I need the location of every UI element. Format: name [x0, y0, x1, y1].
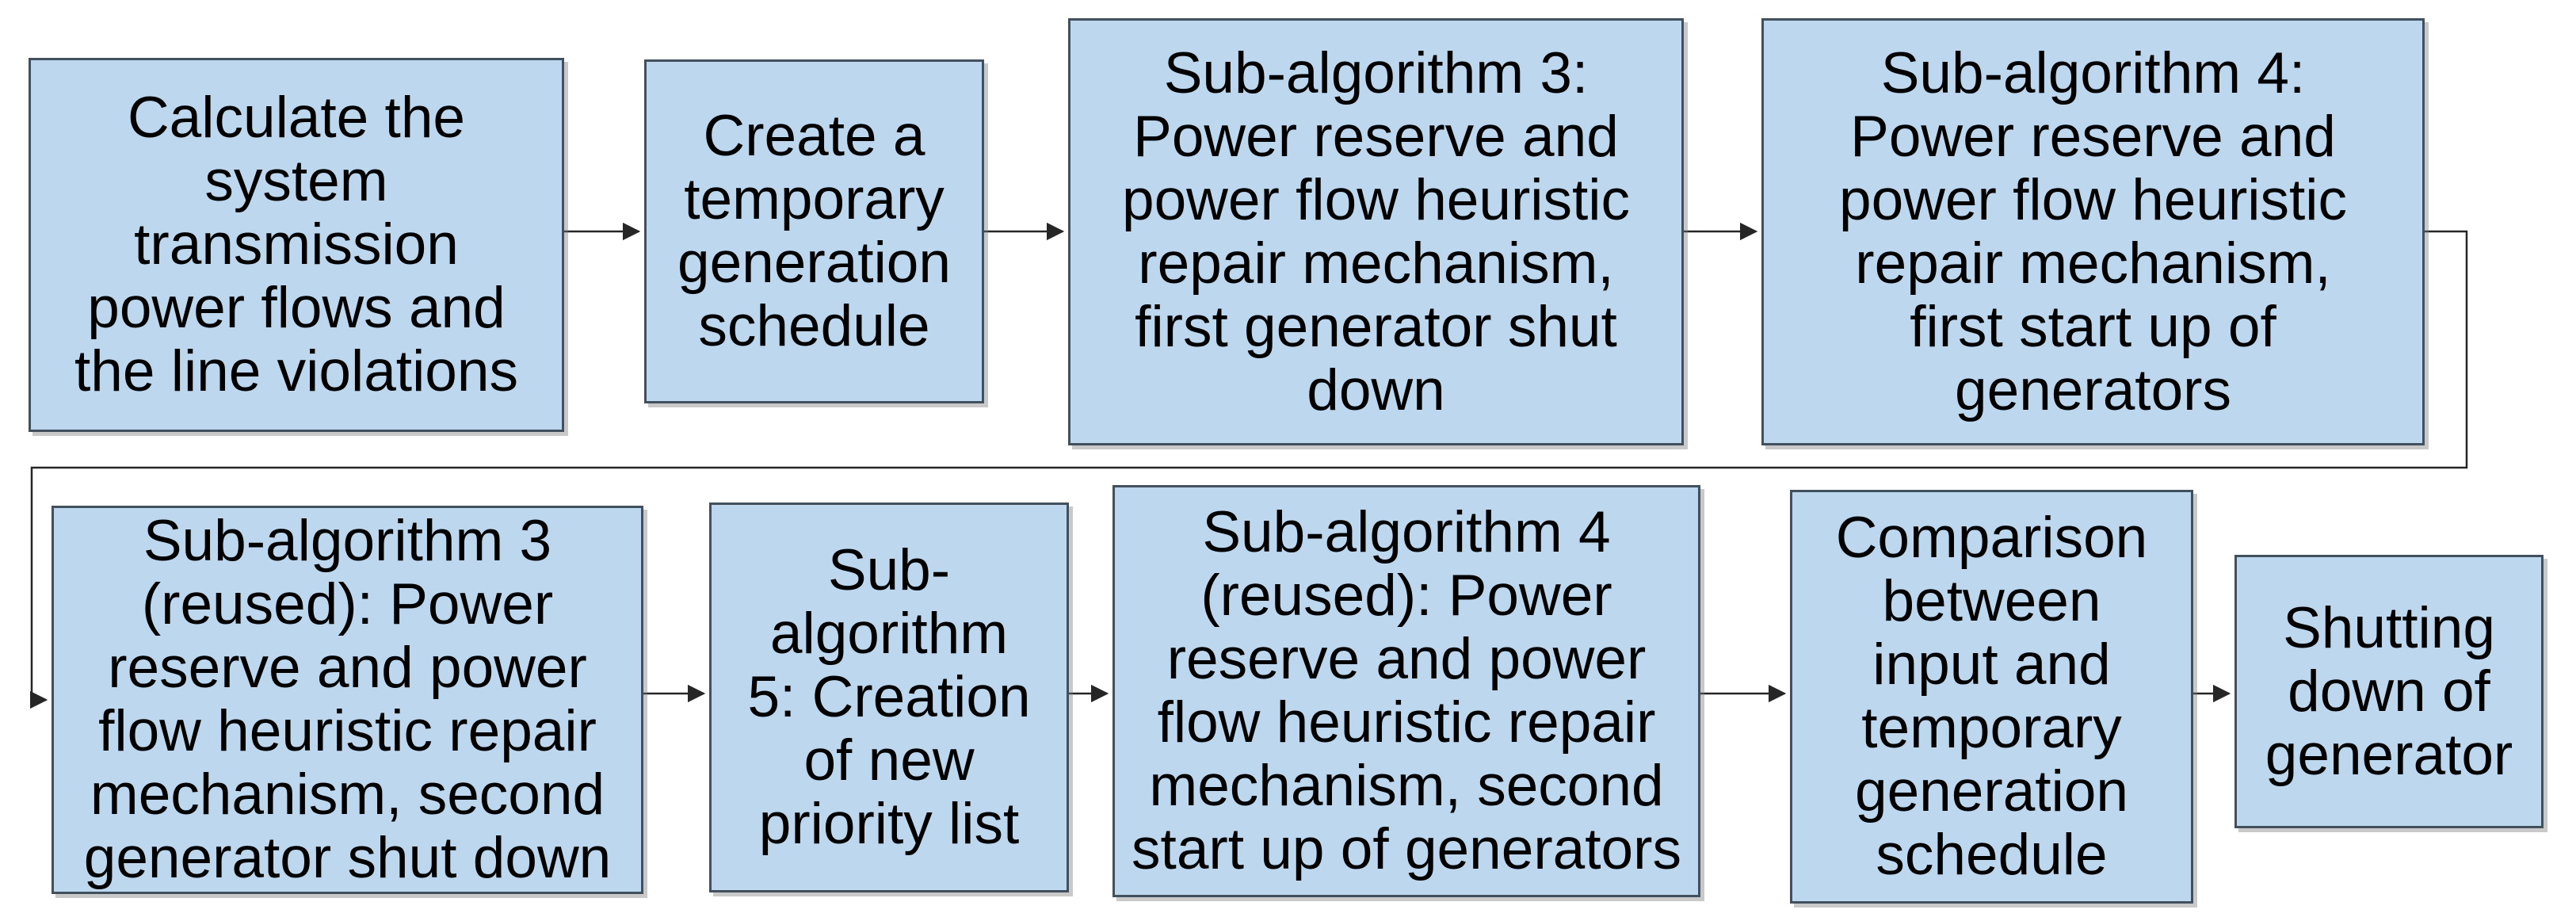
node-text-line: repair mechanism,: [1138, 231, 1614, 296]
node-text-line: power flow heuristic: [1838, 167, 2348, 232]
node-text-line: Power reserve and: [1133, 104, 1619, 169]
node-text-line: power flows and: [87, 276, 506, 340]
node-text-line: first start up of: [1910, 294, 2276, 359]
node-text-line: of new: [803, 728, 975, 793]
node-text-line: Sub-: [827, 538, 951, 602]
node-text-line: between: [1882, 569, 2101, 633]
node-text-line: generators: [1955, 357, 2231, 422]
node-comparison-schedules: Comparison between input and temporary g…: [1790, 490, 2193, 904]
node-text-line: (reused): Power: [1200, 564, 1612, 628]
node-text-line: generator shut down: [83, 826, 612, 890]
node-text-line: system: [204, 149, 388, 213]
node-text-line: priority list: [758, 792, 1020, 856]
node-text-line: the line violations: [74, 339, 518, 403]
node-text-line: Power reserve and: [1850, 104, 2336, 169]
node-text-line: (reused): Power: [141, 572, 554, 636]
node-subalg5-new-priority-list: Sub- algorithm 5: Creation of new priori…: [709, 503, 1069, 892]
node-calculate-power-flows: Calculate the system transmission power …: [29, 58, 564, 432]
node-text-line: Sub-algorithm 4: [1202, 500, 1611, 564]
node-text-line: start up of generators: [1132, 817, 1681, 881]
node-text-line: Calculate the: [127, 86, 466, 150]
node-subalg3-first-shutdown: Sub-algorithm 3: Power reserve and power…: [1068, 18, 1684, 445]
node-text-line: flow heuristic repair: [98, 699, 597, 763]
node-text-line: generation: [677, 231, 951, 295]
node-text-line: down of: [2288, 659, 2490, 724]
node-text-line: input and: [1872, 632, 2111, 697]
node-text-line: algorithm: [769, 602, 1009, 666]
node-text-line: Sub-algorithm 4:: [1880, 40, 2306, 105]
node-text-line: generator: [2265, 722, 2513, 787]
node-text-line: generation: [1854, 759, 2128, 824]
node-subalg4-reused-second-startup: Sub-algorithm 4 (reused): Power reserve …: [1112, 485, 1700, 897]
node-text-line: power flow heuristic: [1121, 167, 1631, 232]
node-shutting-down-generator: Shutting down of generator: [2234, 555, 2544, 828]
node-create-temporary-schedule: Create a temporary generation schedule: [644, 59, 984, 403]
node-text-line: Shutting: [2283, 595, 2495, 660]
node-text-line: schedule: [698, 294, 930, 358]
node-text-line: transmission: [134, 212, 459, 277]
node-text-line: mechanism, second: [1149, 754, 1664, 818]
node-subalg4-first-startup: Sub-algorithm 4: Power reserve and power…: [1761, 18, 2425, 445]
node-text-line: 5: Creation: [747, 665, 1031, 729]
node-text-line: Create a: [703, 104, 925, 168]
node-text-line: repair mechanism,: [1855, 231, 2331, 296]
node-text-line: temporary: [1861, 696, 2122, 760]
node-text-line: first generator shut: [1135, 294, 1617, 359]
node-text-line: Sub-algorithm 3: [143, 509, 552, 573]
node-text-line: mechanism, second: [90, 762, 605, 827]
node-text-line: schedule: [1876, 823, 2108, 887]
node-subalg3-reused-second-shutdown: Sub-algorithm 3 (reused): Power reserve …: [52, 506, 643, 894]
node-text-line: Comparison: [1835, 506, 2148, 570]
node-text-line: Sub-algorithm 3:: [1163, 40, 1589, 105]
node-text-line: reserve and power: [1166, 627, 1647, 691]
node-text-line: temporary: [684, 167, 945, 231]
node-text-line: flow heuristic repair: [1157, 690, 1656, 755]
node-text-line: reserve and power: [108, 636, 587, 700]
node-text-line: down: [1307, 357, 1445, 422]
